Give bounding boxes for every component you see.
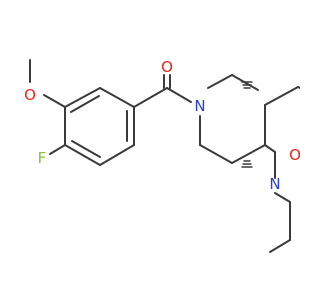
stereo-hash-top [241, 81, 253, 89]
lactam-ring [264, 86, 300, 179]
propyl-chain [269, 192, 291, 253]
atom-n-piperidine: N [194, 97, 205, 115]
molecule-diagram: O F O N N O [24, 58, 300, 253]
structure-svg: O F O N N O [24, 58, 300, 253]
methoxy-group [29, 59, 66, 108]
c-f-bond [49, 144, 66, 155]
atom-o-lactam: O [289, 146, 300, 164]
amide-carbonyl [133, 74, 192, 108]
atom-n-lactam: N [269, 175, 280, 193]
piperidine-ring [199, 74, 266, 164]
atom-o-methoxy: O [24, 86, 36, 104]
aryl-ring [64, 87, 135, 166]
atom-fluorine: F [38, 149, 47, 167]
atom-o-carbonyl: O [161, 58, 173, 76]
stereo-hash-bottom [241, 160, 253, 168]
